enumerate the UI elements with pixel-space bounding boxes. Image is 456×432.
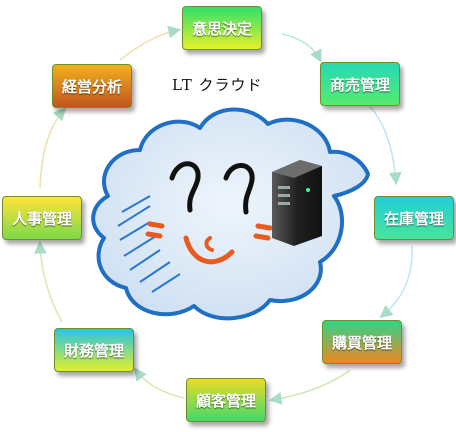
- cloud-shape: [91, 107, 370, 321]
- arrow-hr-to-management: [39, 107, 67, 189]
- node-customer: 顧客管理: [186, 378, 266, 422]
- node-hr: 人事管理: [2, 196, 82, 240]
- face-eyes: [169, 161, 255, 215]
- node-decision: 意思決定: [182, 6, 262, 50]
- node-label: 商売管理: [329, 75, 390, 94]
- arrow-management-to-decision: [119, 25, 182, 61]
- face-mouth: [183, 235, 235, 265]
- node-label: 意思決定: [191, 19, 252, 38]
- node-label: 人事管理: [11, 209, 72, 228]
- node-inventory: 在庫管理: [374, 196, 454, 240]
- node-finance: 財務管理: [54, 328, 134, 372]
- node-label: 在庫管理: [383, 209, 444, 228]
- arrow-customer-to-finance: [134, 367, 185, 399]
- node-label: 財務管理: [63, 341, 124, 360]
- node-label: 経営分析: [61, 77, 122, 96]
- node-label: 顧客管理: [195, 391, 256, 410]
- node-label: 購買管理: [331, 333, 392, 352]
- diagram-title: LT クラウド: [172, 76, 263, 94]
- server-icon: [272, 160, 322, 246]
- arrow-decision-to-sales: [281, 33, 322, 63]
- node-purchase: 購買管理: [322, 320, 402, 364]
- node-sales: 商売管理: [320, 62, 400, 106]
- arrow-inventory-to-purchase: [379, 245, 413, 319]
- cloud-hatching: [117, 195, 181, 293]
- arrow-finance-to-hr: [34, 240, 63, 323]
- face-cheeks: [145, 221, 273, 241]
- arrow-sales-to-inventory: [367, 103, 402, 186]
- arrow-purchase-to-customer: [268, 369, 351, 405]
- face-nose: [204, 236, 214, 252]
- node-management: 経営分析: [52, 64, 132, 108]
